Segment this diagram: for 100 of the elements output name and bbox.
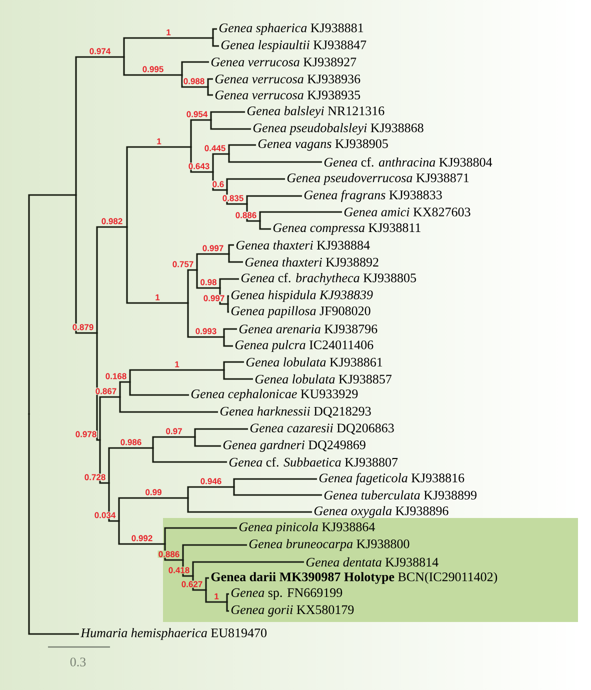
tree-branch	[75, 195, 97, 334]
tree-branch	[228, 154, 322, 163]
support-value: 0.6	[212, 180, 225, 188]
support-value: 0.997	[202, 294, 226, 302]
taxon-label: Genea fageticola KJ938816	[319, 473, 464, 485]
tree-branch	[190, 119, 211, 147]
tree-branch	[194, 428, 248, 437]
support-value: 0.835	[222, 194, 244, 202]
support-value: 0.997	[202, 244, 224, 252]
scale-value: 0.3	[70, 658, 86, 666]
taxon-label: Genea darii MK390987 Holotype BCN(IC29011402)	[211, 572, 498, 584]
tree-branch	[129, 369, 224, 382]
support-value: 0.995	[142, 66, 164, 73]
support-value: 0.993	[194, 328, 218, 335]
tree-branch	[207, 87, 213, 96]
tree-branch	[196, 253, 229, 270]
taxon-label: Genea verrucosa KJ938936	[215, 74, 360, 84]
support-value: 0.886	[234, 212, 258, 219]
tree-branch	[182, 544, 247, 560]
support-value: 0.946	[200, 478, 222, 485]
taxon-label: Genea harknessii DQ218293	[220, 406, 371, 418]
taxon-label: Genea oxygala KJ938896	[314, 506, 448, 518]
tree-branch	[219, 278, 239, 288]
tree-branch	[118, 521, 165, 545]
tree-branch	[212, 153, 229, 172]
tree-branch	[196, 270, 220, 289]
taxon-label: Genea thaxteri KJ938892	[245, 257, 378, 267]
tree-branch	[194, 437, 221, 447]
taxon-label: Genea sp. FN669199	[231, 588, 342, 600]
tree-branch	[226, 178, 285, 190]
tree-branch	[187, 303, 224, 338]
tree-branch	[28, 414, 79, 635]
taxon-label: Humaria hemisphaerica EU819470	[80, 628, 266, 640]
tree-branch	[118, 497, 188, 521]
taxon-label: Genea fragrans KJ938833	[304, 190, 442, 202]
support-value: 0.867	[94, 388, 118, 395]
tree-branch	[119, 397, 218, 413]
tree-branch	[227, 295, 230, 304]
tree-branch	[226, 190, 247, 205]
tree-branch	[123, 37, 213, 57]
tree-branch	[152, 448, 227, 463]
taxon-label: Genea cephalonicae KU933929	[191, 389, 358, 401]
support-value: 0.98	[200, 278, 218, 286]
taxon-label: Genea pseudoverrucosa KJ938871	[287, 173, 469, 185]
support-value: 0.982	[100, 218, 124, 225]
tree-branch	[28, 194, 76, 414]
tree-branch	[126, 227, 188, 304]
support-value: 1	[156, 138, 162, 145]
support-value: 1	[214, 592, 220, 600]
tree-branch	[223, 337, 233, 347]
taxon-label: Genea compressa KJ938811	[273, 223, 420, 235]
support-value: 0.99	[144, 488, 162, 496]
taxon-label: Genea cf. anthracina KJ938804	[324, 157, 492, 167]
taxon-label: Genea cazaresii DQ206863	[250, 424, 394, 434]
tree-branch	[228, 254, 243, 263]
tree-branch	[152, 436, 195, 448]
tree-branch	[259, 221, 271, 230]
tree-branch	[223, 361, 244, 370]
tree-branch	[223, 328, 237, 337]
support-value: 0.954	[186, 110, 208, 118]
tree-branch	[246, 195, 302, 204]
support-value: 0.643	[188, 162, 210, 170]
tree-branch	[108, 447, 153, 483]
tree-branch	[108, 483, 119, 522]
tree-branch	[75, 56, 124, 195]
support-value: 0.034	[94, 512, 116, 519]
taxon-label: Genea arenaria KJ938796	[239, 324, 378, 334]
support-value: 0.97	[165, 428, 183, 435]
taxon-label: Genea cf. Subbaetica KJ938807	[229, 457, 398, 467]
tree-branch	[212, 28, 217, 38]
taxon-label: Genea thaxteri KJ938884	[236, 240, 370, 250]
tree-branch	[126, 146, 191, 227]
support-value: 0.879	[72, 324, 94, 331]
tree-branch	[96, 226, 127, 333]
taxon-label: Genea vagans KJ938905	[258, 139, 388, 151]
tree-branch	[259, 211, 342, 221]
tree-branch	[190, 147, 213, 173]
taxon-label: Genea dentata KJ938814	[306, 557, 438, 567]
tree-branch	[233, 478, 317, 487]
support-value: 0.992	[130, 534, 154, 542]
tree-branch	[129, 382, 189, 396]
tree-branch	[187, 498, 312, 513]
support-value: 1	[174, 360, 180, 368]
tree-branch	[219, 288, 228, 305]
taxon-label: Genea verrucosa KJ938927	[211, 58, 356, 66]
taxon-label: Genea lobulata KJ938857	[255, 374, 392, 384]
taxon-label: Genea amici KX827603	[344, 208, 470, 216]
tree-branch	[207, 78, 213, 87]
taxon-label: Genea pulcra IC24011406	[235, 340, 374, 352]
support-value: 0.886	[158, 550, 180, 558]
support-value: 1	[154, 294, 160, 301]
tree-branch	[205, 590, 227, 603]
tree-branch	[226, 593, 229, 602]
taxon-label: Genea lobulata KJ938861	[246, 357, 382, 367]
taxon-label: Genea sphaerica KJ938881	[219, 23, 364, 35]
tree-branch	[96, 333, 100, 441]
tree-branch	[210, 120, 251, 130]
tree-branch	[205, 577, 209, 590]
support-value: 1	[166, 28, 172, 36]
tree-branch	[223, 370, 253, 380]
